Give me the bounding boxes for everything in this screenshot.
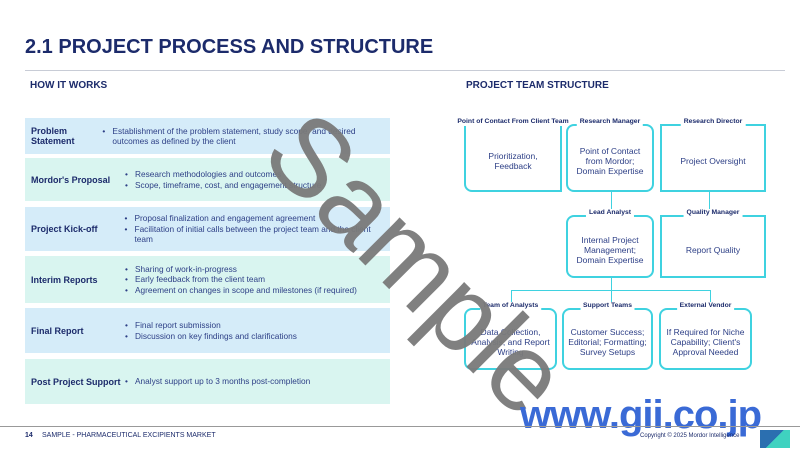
step-bullets: Proposal finalization and engagement agr… — [125, 213, 391, 245]
step-label: Project Kick-off — [31, 224, 98, 234]
connector — [709, 192, 710, 210]
step-bullet: Facilitation of initial calls between th… — [125, 224, 391, 245]
step-bullet: Early feedback from the client team — [125, 274, 357, 285]
step-bullet: Establishment of the problem statement, … — [102, 126, 390, 147]
step-bullet: Proposal finalization and engagement agr… — [125, 213, 391, 224]
footer-text: SAMPLE - PHARMACEUTICAL EXCIPIENTS MARKE… — [42, 432, 216, 439]
step-bullets: Research methodologies and outcomesScope… — [125, 169, 321, 190]
step-bullets: Establishment of the problem statement, … — [102, 126, 390, 147]
page-title: 2.1 PROJECT PROCESS AND STRUCTURE — [25, 36, 434, 58]
footer-rule — [0, 426, 800, 427]
step-bullet: Analyst support up to 3 months post-comp… — [125, 376, 310, 387]
step-label: Post Project Support — [31, 376, 121, 387]
step-bullet: Sharing of work-in-progress — [125, 264, 357, 275]
step-bullet: Research methodologies and outcomes — [125, 169, 321, 180]
connector — [511, 290, 512, 302]
connector — [611, 290, 612, 302]
connector — [710, 290, 711, 302]
site-watermark: www.gii.co.jp — [520, 393, 762, 437]
step-bullet: Scope, timeframe, cost, and engagement s… — [125, 180, 321, 191]
step-label: Interim Reports — [31, 274, 98, 285]
how-it-works-heading: HOW IT WORKS — [30, 80, 108, 91]
step-bullets: Sharing of work-in-progressEarly feedbac… — [125, 264, 357, 296]
process-step: Final Report Final report submissionDiscu… — [25, 308, 390, 353]
process-step: Mordor's Proposal Research methodologies … — [25, 158, 390, 201]
divider — [25, 70, 785, 71]
copyright: Copyright © 2025 Mordor Intelligence — [640, 433, 740, 439]
step-bullets: Analyst support up to 3 months post-comp… — [125, 376, 310, 387]
step-label: Mordor's Proposal — [31, 174, 111, 185]
step-bullet: Agreement on changes in scope and milest… — [125, 285, 357, 296]
step-bullet: Final report submission — [125, 320, 297, 331]
process-step: Post Project Support Analyst support up t… — [25, 359, 390, 404]
page-number: 14 — [25, 432, 33, 439]
process-step: Problem Statement Establishment of the pr… — [25, 118, 390, 154]
step-label: Final Report — [31, 325, 84, 336]
connector — [611, 278, 612, 290]
step-bullet: Discussion on key findings and clarifica… — [125, 331, 297, 342]
process-step: Interim Reports Sharing of work-in-progre… — [25, 256, 390, 303]
step-bullets: Final report submissionDiscussion on key… — [125, 320, 297, 341]
mordor-logo — [760, 430, 790, 448]
step-label: Problem Statement — [31, 126, 75, 146]
process-step: Project Kick-off Proposal finalization an… — [25, 207, 390, 251]
connector — [611, 192, 612, 210]
team-structure-heading: PROJECT TEAM STRUCTURE — [466, 80, 609, 91]
